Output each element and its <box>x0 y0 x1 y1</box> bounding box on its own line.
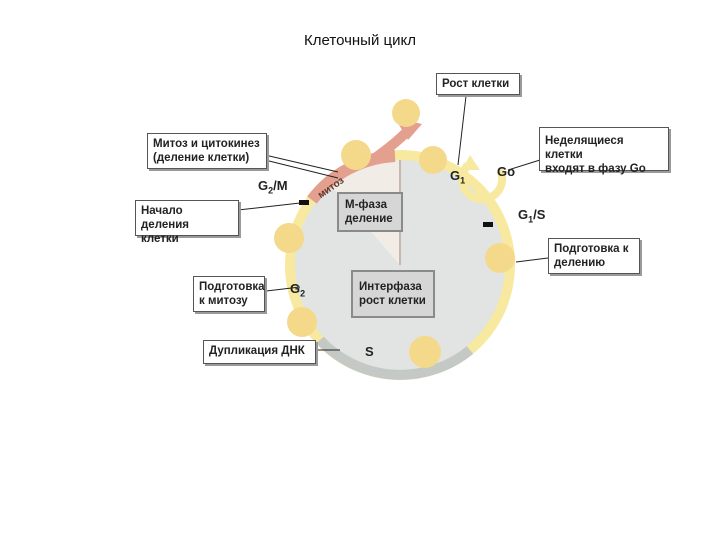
pointer-podg-mitoz <box>257 286 301 293</box>
phase-g2m-tail: /M <box>273 178 288 193</box>
phase-g1s-base: G <box>518 207 529 222</box>
label-podg-delenie-2: делению <box>554 257 606 269</box>
phase-g2-base: G <box>290 281 301 296</box>
cell-g1 <box>419 146 447 174</box>
diagram-title: Клеточный цикл <box>304 32 416 49</box>
cell-g2 <box>287 307 317 337</box>
go-loop <box>458 162 507 204</box>
phase-g2-sub: 2 <box>300 288 306 299</box>
phase-g1s-sub: 1 <box>528 214 534 225</box>
phase-g2m-base: G <box>258 178 269 193</box>
phase-g2m-sub: 2 <box>268 185 274 196</box>
label-podg-mitoz: Подготовка к митозу <box>193 276 265 312</box>
label-mitoz-cyto: Митоз и цитокинез (деление клетки) <box>147 133 267 169</box>
interphase-line1: Интерфаза <box>359 281 422 293</box>
interphase-line2: рост клетки <box>359 295 426 307</box>
checkpoint-g1s <box>483 222 493 227</box>
phase-g1s-tail: /S <box>533 207 546 222</box>
cell-mitosis <box>341 140 371 170</box>
label-nondividing-2: входят в фазу Go <box>545 163 646 175</box>
pointer-podg-delenie <box>515 257 549 263</box>
mphase-line1: М-фаза <box>345 199 387 211</box>
pointer-rost <box>457 95 467 166</box>
label-nondividing-1: Неделящиеся клетки <box>545 135 624 161</box>
phase-g2: G2 <box>290 281 305 299</box>
label-mitoz-cyto-2: (деление клетки) <box>153 152 250 164</box>
label-podg-delenie: Подготовка к делению <box>548 238 640 274</box>
phase-g1: G1 <box>450 168 465 186</box>
go-loop-arrowhead <box>462 155 480 170</box>
label-nachalo-2: клетки <box>141 233 179 245</box>
label-nachalo: Начало деления клетки <box>135 200 239 245</box>
pointer-go <box>507 159 541 171</box>
label-dnk: Дупликация ДНК <box>203 340 316 364</box>
ring-s-phase <box>316 336 474 380</box>
checkpoint-g2m <box>299 200 309 205</box>
mphase-line2: деление <box>345 213 393 225</box>
cell-preparation <box>485 243 515 273</box>
phase-go: Go <box>497 164 516 179</box>
interphase-box: Интерфаза рост клетки <box>351 270 435 318</box>
label-mitoz-cyto-1: Митоз и цитокинез <box>153 138 260 150</box>
pointer-mitoz <box>264 154 339 173</box>
label-podg-mitoz-2: к митозу <box>199 295 248 307</box>
label-nachalo-1: Начало деления <box>141 205 189 231</box>
pointer-nachalo <box>237 202 301 211</box>
cell-daughter <box>392 99 420 127</box>
label-podg-delenie-1: Подготовка к <box>554 243 629 255</box>
cell-s <box>409 336 441 368</box>
mphase-box: М-фаза деление <box>337 192 403 232</box>
phase-s: S <box>365 344 374 359</box>
cell-g2m <box>274 223 304 253</box>
label-rost: Рост клетки <box>436 73 520 95</box>
label-podg-mitoz-1: Подготовка <box>199 281 265 293</box>
pointer-mitoz-2 <box>264 159 339 179</box>
label-nondividing: Неделящиеся клетки входят в фазу Go <box>539 127 669 175</box>
phase-g1-base: G <box>450 168 461 183</box>
phase-g1-sub: 1 <box>460 175 466 186</box>
phase-g2m: G2/M <box>258 178 288 196</box>
phase-g1s: G1/S <box>518 207 545 225</box>
